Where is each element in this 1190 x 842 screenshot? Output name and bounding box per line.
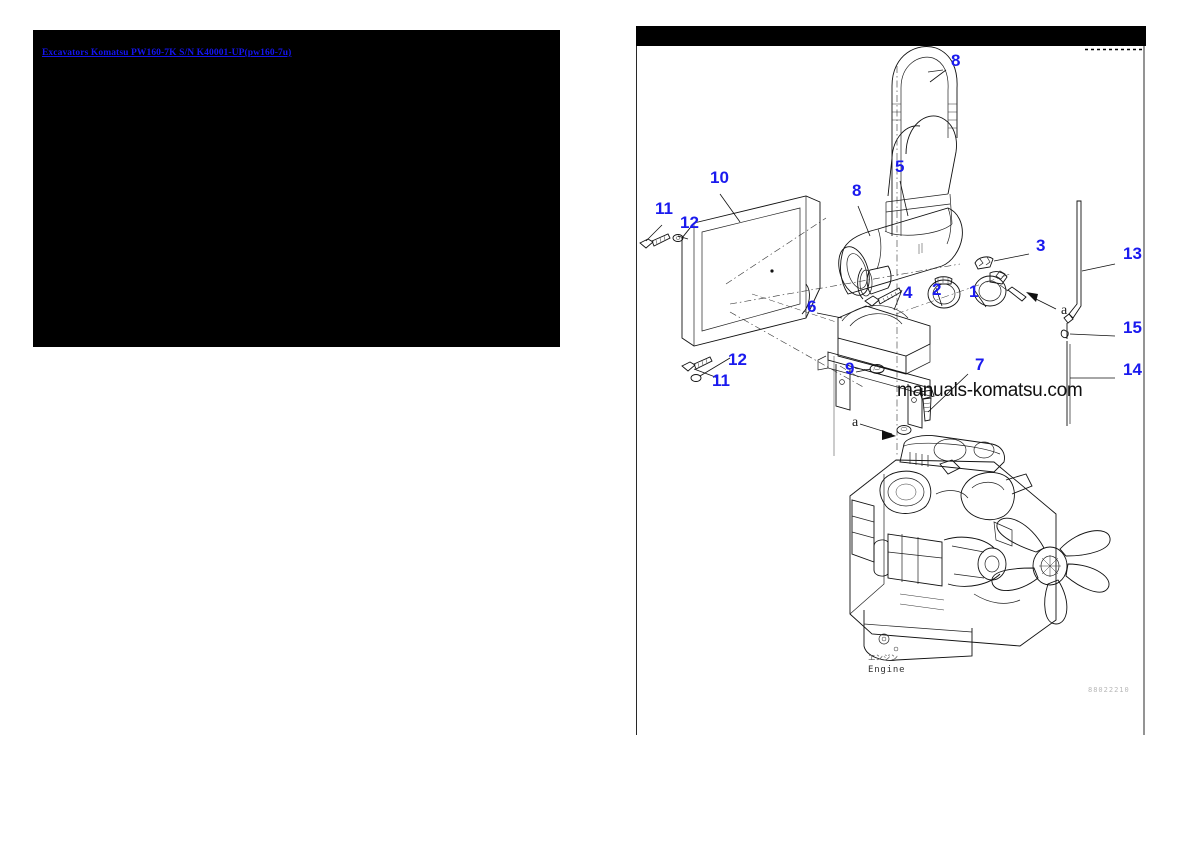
callout-8-muffler: 8 <box>852 181 861 200</box>
engine-label-english: Engine <box>868 665 905 675</box>
callout-8-hose: 8 <box>951 51 960 70</box>
construction-lines <box>725 66 1011 456</box>
drawing-code: 88022210 <box>1088 686 1130 694</box>
letter-marker-a-left: a <box>852 415 859 430</box>
callout-2: 2 <box>932 280 941 299</box>
letter-markers: a a <box>852 303 1068 430</box>
bolt-group-lower-left <box>681 356 713 382</box>
callout-4: 4 <box>903 283 913 302</box>
hose-marker-8 <box>927 69 944 73</box>
callout-7: 7 <box>975 355 984 374</box>
left-black-panel: Excavators Komatsu PW160-7K S/N K40001-U… <box>33 30 560 347</box>
callout-labels: 1 2 3 4 5 6 7 8 8 9 10 11 11 12 12 13 14… <box>655 51 1142 390</box>
callout-9: 9 <box>845 359 854 378</box>
callout-10: 10 <box>710 168 729 187</box>
callout-12-upper: 12 <box>680 213 699 232</box>
bolt-item-4 <box>864 287 902 307</box>
callout-6: 6 <box>807 297 816 316</box>
leader-lines <box>645 69 1116 440</box>
exhaust-pipe-group <box>838 46 963 300</box>
callout-11-lower: 11 <box>712 371 730 390</box>
callout-3: 3 <box>1036 236 1045 255</box>
bolt-group-upper-left <box>639 233 684 249</box>
frame-top-bar <box>636 26 1146 46</box>
diagram-frame <box>636 26 1146 735</box>
bracket-shield-6 <box>817 305 931 429</box>
callout-15: 15 <box>1123 318 1142 337</box>
engine-label-japanese: エンジン <box>868 653 898 662</box>
washer-lower <box>896 425 912 435</box>
engine-fan <box>991 517 1111 625</box>
watermark-text: manuals-komatsu.com <box>897 380 1082 401</box>
callout-11-upper: 11 <box>655 199 673 218</box>
callout-14: 14 <box>1123 360 1142 379</box>
callout-12-lower: 12 <box>728 350 747 369</box>
callout-1: 1 <box>969 282 978 301</box>
callout-13: 13 <box>1123 244 1142 263</box>
bolt-item-7 <box>919 389 935 422</box>
engine-assembly: エンジン Engine <box>849 435 1111 675</box>
callout-5: 5 <box>895 157 904 176</box>
arrow-head-a1 <box>1026 292 1038 302</box>
muffler-outlet <box>857 265 892 300</box>
letter-marker-a-right: a <box>1061 303 1068 318</box>
rod-group <box>1060 200 1082 426</box>
breadcrumb-link[interactable]: Excavators Komatsu PW160-7K S/N K40001-U… <box>42 48 292 58</box>
heat-shield-cover <box>681 195 821 347</box>
arrow-head-a2 <box>882 430 896 440</box>
parts-diagram-svg: エンジン Engine manuals-komatsu.com 1 2 3 4 … <box>636 26 1146 735</box>
parts-diagram-panel: エンジン Engine manuals-komatsu.com 1 2 3 4 … <box>630 26 1146 736</box>
